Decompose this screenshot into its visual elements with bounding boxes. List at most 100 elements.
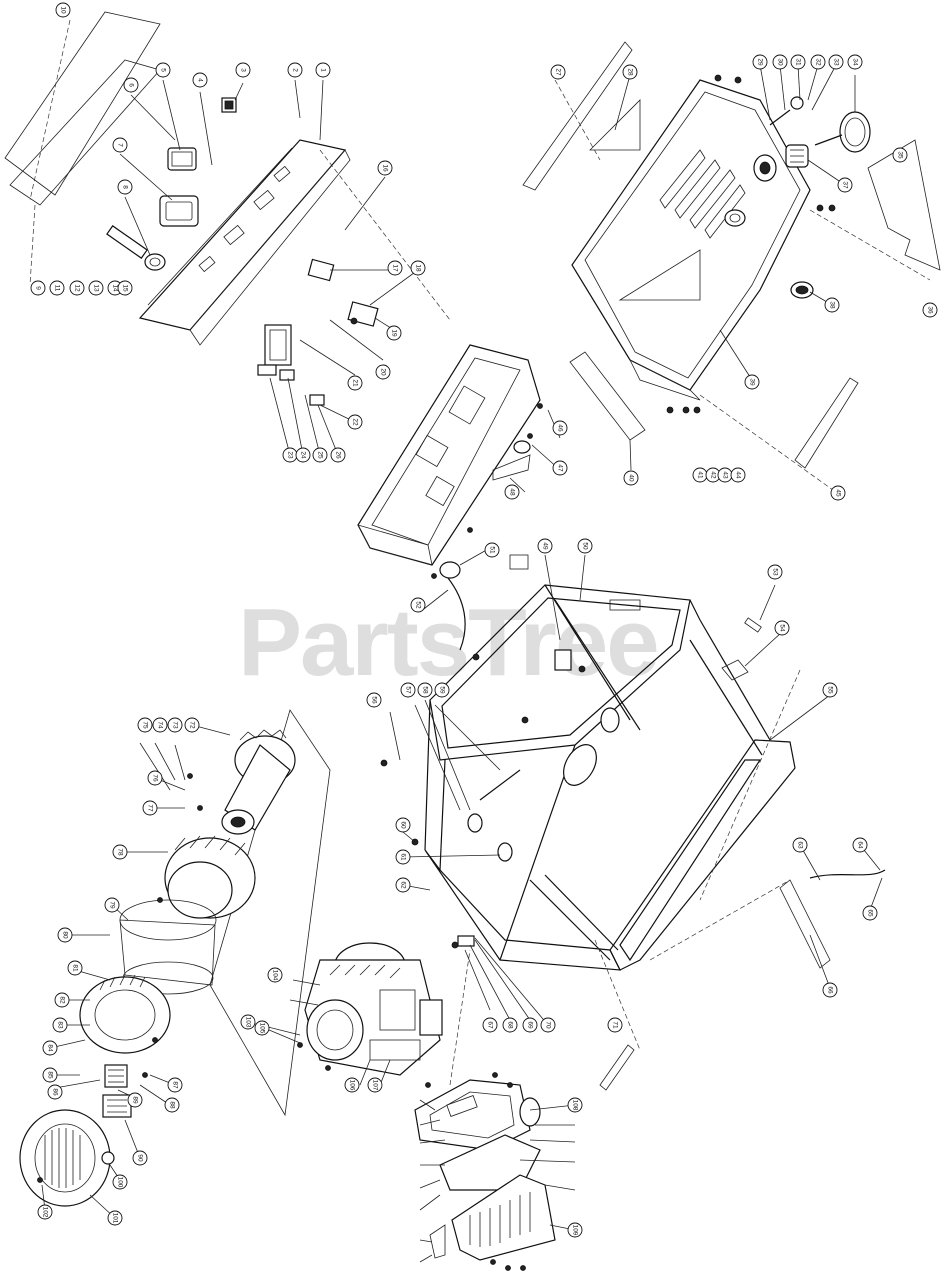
callout-63: 63	[792, 837, 808, 853]
callout-circle	[395, 817, 411, 833]
callout-circle	[567, 1222, 583, 1238]
callout-circle	[484, 542, 500, 558]
callout-61: 61	[395, 849, 411, 865]
callout-circle	[112, 844, 128, 860]
callout-number: 75	[142, 721, 149, 729]
callout-number: 3	[240, 68, 247, 72]
callout-83: 83	[52, 1017, 68, 1033]
callout-circle	[790, 54, 806, 70]
callout-number: 103	[245, 1017, 252, 1028]
callout-number: 43	[722, 471, 729, 479]
callout-circle	[167, 717, 183, 733]
callout-circle	[847, 54, 863, 70]
callout-100: 100	[112, 1174, 128, 1190]
callout-50: 50	[577, 538, 593, 554]
callout-circle	[55, 2, 71, 18]
callout-number: 14	[112, 284, 119, 292]
callout-73: 73	[167, 717, 183, 733]
callout-75: 75	[137, 717, 153, 733]
callout-circle	[42, 1040, 58, 1056]
callout-circle	[822, 982, 838, 998]
callout-103: 103	[240, 1014, 256, 1030]
fuel-tank-assembly	[522, 41, 941, 496]
callout-number: 80	[62, 931, 69, 939]
callout-number: 54	[779, 624, 786, 632]
callout-43: 43	[717, 467, 733, 483]
parts-tree-watermark: PartsTree	[238, 589, 658, 696]
callout-number: 76	[152, 774, 159, 782]
callout-circle	[537, 538, 553, 554]
callout-circle	[49, 280, 65, 296]
callout-number: 25	[317, 451, 324, 459]
callout-74: 74	[152, 717, 168, 733]
callout-circle	[482, 1017, 498, 1033]
callout-number: 78	[117, 848, 124, 856]
callout-number: 106	[349, 1080, 356, 1091]
callout-number: 109	[572, 1225, 579, 1236]
callout-13: 13	[88, 280, 104, 296]
callout-circle	[132, 1150, 148, 1166]
callout-circle	[810, 54, 826, 70]
callout-circle	[395, 849, 411, 865]
callout-59: 59	[434, 682, 450, 698]
callout-89: 89	[127, 1092, 143, 1108]
callout-circle	[837, 177, 853, 193]
callout-circle	[852, 837, 868, 853]
callout-circle	[344, 1077, 360, 1093]
callout-circle	[37, 1204, 53, 1220]
callout-circle	[287, 62, 303, 78]
callout-circle	[502, 1017, 518, 1033]
callout-circle	[828, 54, 844, 70]
callout-number: 26	[335, 451, 342, 459]
callout-number: 84	[47, 1044, 54, 1052]
callout-circle	[552, 460, 568, 476]
callout-circle	[254, 1020, 270, 1036]
callout-circle	[410, 260, 426, 276]
callout-8: 8	[117, 179, 133, 195]
callout-3: 3	[235, 62, 251, 78]
callout-51: 51	[484, 542, 500, 558]
callout-circle	[67, 960, 83, 976]
callout-101: 101	[107, 1210, 123, 1226]
callout-number: 1	[320, 68, 327, 72]
callout-circle	[42, 1067, 58, 1083]
callout-number: 85	[47, 1071, 54, 1079]
callout-48: 48	[504, 484, 520, 500]
callout-number: 72	[189, 721, 196, 729]
callout-40: 40	[623, 470, 639, 486]
control-tray-assembly	[357, 344, 561, 651]
callout-circle	[607, 1017, 623, 1033]
callout-11: 11	[49, 280, 65, 296]
callout-number: 30	[777, 58, 784, 66]
callout-circle	[69, 280, 85, 296]
callout-circle	[164, 1097, 180, 1113]
callout-number: 28	[627, 68, 634, 76]
callout-circle	[367, 1077, 383, 1093]
callout-number: 36	[927, 306, 934, 314]
callout-circle	[375, 364, 391, 380]
callout-number: 16	[382, 164, 389, 172]
callout-circle	[567, 1097, 583, 1113]
callout-number: 77	[147, 804, 154, 812]
callout-102: 102	[37, 1204, 53, 1220]
callout-104: 104	[267, 967, 283, 983]
callout-25: 25	[312, 447, 328, 463]
muffler-assembly	[414, 949, 576, 1271]
callout-number: 89	[132, 1096, 139, 1104]
callout-circle	[295, 447, 311, 463]
callout-circle	[552, 420, 568, 436]
callout-53: 53	[767, 564, 783, 580]
callout-number: 86	[52, 1088, 59, 1096]
callout-31: 31	[790, 54, 806, 70]
callout-circle	[504, 484, 520, 500]
callout-number: 31	[795, 58, 802, 66]
callout-number: 64	[857, 841, 864, 849]
callout-68: 68	[502, 1017, 518, 1033]
callout-number: 51	[489, 546, 496, 554]
callout-number: 48	[509, 488, 516, 496]
callout-7: 7	[112, 137, 128, 153]
callout-circle	[88, 280, 104, 296]
callout-60: 60	[395, 817, 411, 833]
callout-circle	[52, 1017, 68, 1033]
callout-24: 24	[295, 447, 311, 463]
